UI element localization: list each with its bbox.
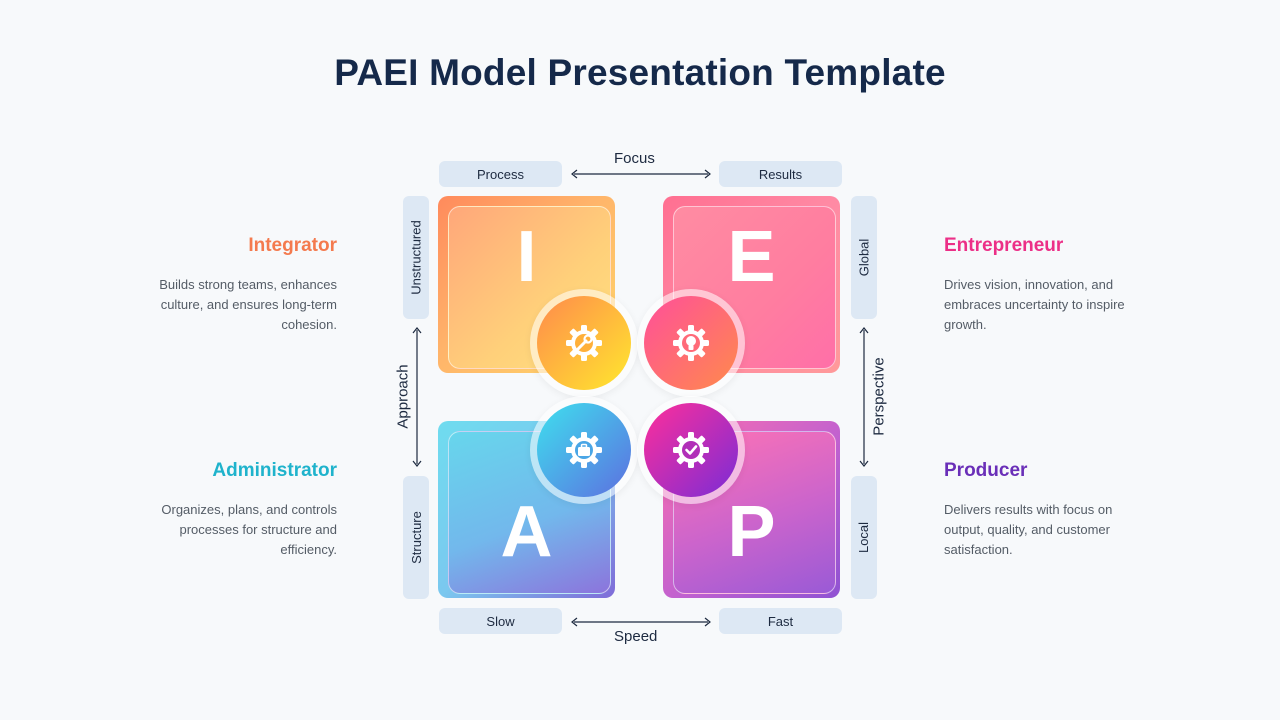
administrator-icon-badge [530, 396, 638, 504]
producer-title: Producer [944, 460, 1028, 481]
gear-wrench-icon [566, 325, 602, 361]
entrepreneur-icon-badge [637, 289, 745, 397]
axis-process-label: Process [477, 166, 524, 182]
letter-e: E [727, 217, 776, 297]
page-title: PAEI Model Presentation Template [334, 52, 946, 93]
speed-arrow [571, 617, 711, 627]
axis-local-pill: Local [851, 476, 877, 599]
axis-unstructured-label: Unstructured [408, 220, 424, 295]
producer-description: Delivers results with focus on output, q… [944, 502, 1113, 557]
axis-unstructured-pill: Unstructured [403, 196, 429, 319]
axis-global-pill: Global [851, 196, 877, 319]
axis-process-pill: Process [439, 161, 562, 187]
integrator-icon-badge [530, 289, 638, 397]
letter-i: I [516, 217, 537, 297]
axis-results-pill: Results [719, 161, 842, 187]
axis-speed-label: Speed [614, 628, 658, 645]
administrator-title: Administrator [212, 460, 337, 481]
axis-fast-label: Fast [767, 613, 794, 629]
axis-global-label: Global [856, 238, 872, 277]
axis-results-label: Results [758, 166, 803, 182]
axis-focus-label: Focus [614, 150, 655, 167]
entrepreneur-description: Drives vision, innovation, and embraces … [944, 277, 1125, 332]
administrator-description: Organizes, plans, and controls processes… [161, 502, 337, 557]
axis-perspective-label: Perspective [870, 357, 888, 436]
axis-structure-pill: Structure [403, 476, 429, 599]
integrator-description: Builds strong teams, enhances culture, a… [159, 277, 337, 332]
letter-a: A [500, 492, 553, 572]
focus-arrow [571, 169, 711, 179]
producer-icon-badge [637, 396, 745, 504]
approach-arrow [412, 327, 422, 467]
axis-approach-label: Approach [394, 364, 412, 429]
entrepreneur-title: Entrepreneur [944, 235, 1064, 256]
integrator-title: Integrator [248, 235, 337, 256]
axis-slow-label: Slow [486, 613, 515, 629]
gear-bulb-icon [673, 325, 709, 361]
axis-structure-label: Structure [408, 511, 424, 564]
axis-fast-pill: Fast [719, 608, 842, 634]
axis-slow-pill: Slow [439, 608, 562, 634]
gear-briefcase-icon [566, 432, 602, 468]
perspective-arrow [859, 327, 869, 467]
gear-check-icon [673, 432, 709, 468]
letter-p: P [727, 492, 776, 572]
axis-local-label: Local [856, 521, 872, 554]
